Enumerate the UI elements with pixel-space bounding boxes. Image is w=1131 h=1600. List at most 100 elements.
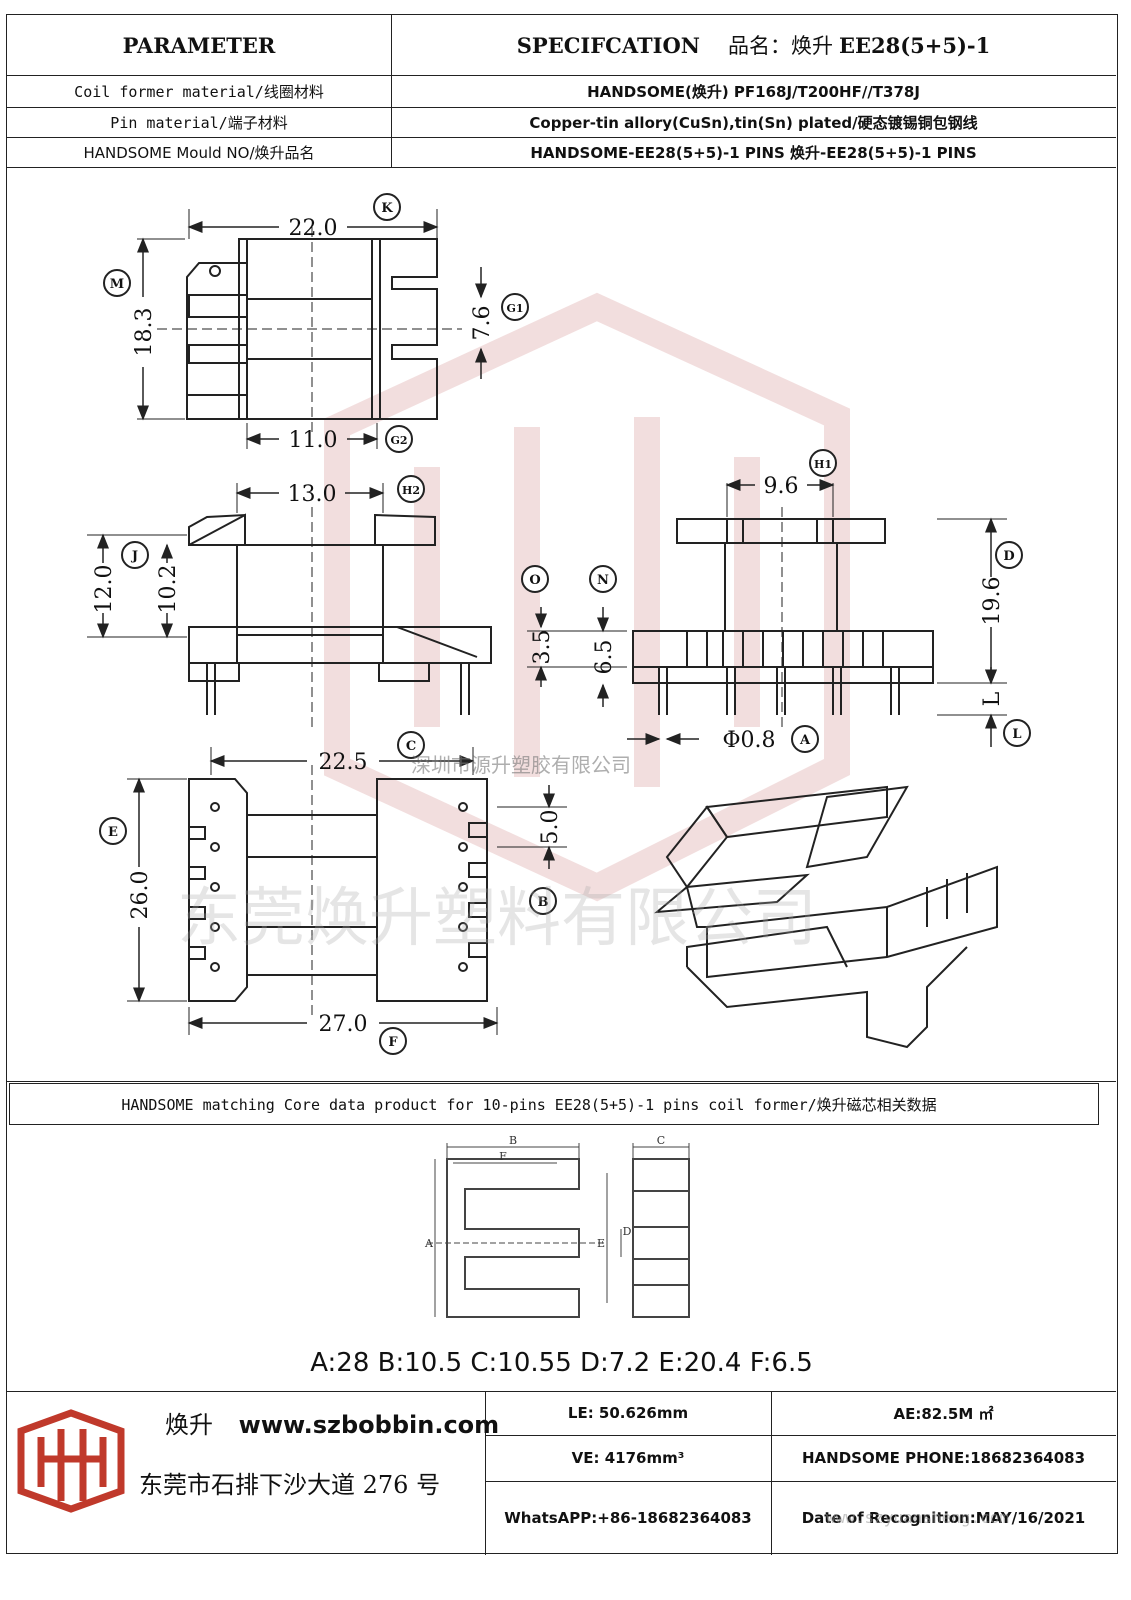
side-view	[632, 507, 934, 727]
phone-value: HANDSOME PHONE:18682364083	[801, 1449, 1086, 1467]
svg-text:G1: G1	[506, 302, 523, 315]
company-logo	[17, 1409, 125, 1513]
svg-text:E: E	[597, 1237, 605, 1250]
dim-l: L	[980, 691, 1005, 706]
core-section-top	[7, 1081, 1116, 1082]
dim-h1: 9.6	[764, 474, 799, 499]
svg-text:G2: G2	[390, 434, 407, 447]
label-o: O	[521, 565, 549, 593]
website-link[interactable]: www.szbobbin.com	[238, 1411, 500, 1439]
dim-i: 12.0	[92, 565, 117, 614]
dim-c: 22.5	[319, 750, 368, 775]
svg-text:O: O	[529, 573, 540, 588]
dim-e: 26.0	[128, 871, 153, 920]
dim-b: 5.0	[538, 810, 563, 845]
dim-g1: 7.6	[470, 306, 495, 341]
footer-divider-2	[771, 1391, 772, 1555]
row-value-coil-material: HANDSOME(焕升) PF168J/T200HF//T378J	[587, 82, 920, 101]
product-name: EE28(5+5)-1	[838, 32, 991, 58]
url-watermark: www.szyuansheng.com	[826, 1508, 1010, 1527]
label-h2: H2	[397, 475, 425, 503]
label-c: C	[397, 731, 425, 759]
front-view	[188, 507, 492, 727]
dim-a: Φ0.8	[722, 728, 775, 753]
svg-text:F: F	[388, 1035, 398, 1050]
svg-text:A: A	[424, 1237, 434, 1250]
dim-k: 22.0	[289, 216, 338, 241]
row-divider-1	[7, 107, 1116, 108]
svg-text:E: E	[108, 825, 118, 840]
whatsapp-value: WhatsAPP:+86-18682364083	[504, 1509, 752, 1527]
svg-text:K: K	[381, 201, 393, 216]
footer-top	[7, 1391, 1116, 1392]
spec-heading: SPECIFCATION 品名：焕升 EE28(5+5)-1	[391, 15, 1116, 75]
core-drawing: B F C A E D	[424, 1134, 690, 1318]
spec-label: SPECIFCATION	[516, 32, 700, 58]
label-l: L	[1003, 719, 1031, 747]
dim-g2: 11.0	[289, 428, 338, 453]
svg-text:J: J	[131, 549, 138, 564]
footer-row-1	[485, 1435, 1116, 1436]
core-section-title: HANDSOME matching Core data product for …	[121, 1095, 937, 1114]
header-column-divider	[391, 15, 392, 167]
brand-line: 焕升 www.szbobbin.com	[165, 1405, 499, 1440]
dimension-values: 22.0 18.3 7.6 11.0 13.0 9.6 12.0 10.2 3.…	[92, 216, 1005, 1037]
header-divider	[7, 75, 1116, 76]
label-g2: G2	[385, 425, 413, 453]
core-values: A:28 B:10.5 C:10.55 D:7.2 E:20.4 F:6.5	[310, 1348, 813, 1378]
svg-text:L: L	[1012, 727, 1021, 742]
svg-text:B: B	[509, 1134, 517, 1147]
product-name-label: 品名：焕升	[727, 34, 833, 58]
footer-row-2	[485, 1481, 1116, 1482]
row-divider-3	[7, 167, 1116, 168]
svg-text:C: C	[406, 739, 416, 754]
dimension-lines	[87, 209, 1007, 1035]
isometric-view	[653, 785, 998, 1049]
parameter-heading: PARAMETER	[122, 32, 276, 58]
row-divider-2	[7, 137, 1116, 138]
ae-value: AE:82.5M ㎡	[893, 1404, 994, 1423]
svg-text:H1: H1	[814, 458, 832, 471]
svg-text:F: F	[499, 1150, 507, 1163]
label-b: B	[529, 887, 557, 915]
label-g1: G1	[501, 293, 529, 321]
label-h1: H1	[809, 449, 837, 477]
svg-text:N: N	[597, 573, 609, 588]
ve-value: VE: 4176mm³	[571, 1449, 685, 1467]
svg-text:C: C	[657, 1134, 665, 1147]
svg-text:B: B	[538, 895, 549, 910]
watermark-logo	[324, 292, 850, 902]
row-label-mould-no: HANDSOME Mould NO/焕升品名	[83, 143, 315, 162]
address: 东莞市石排下沙大道 276 号	[139, 1471, 441, 1499]
date-value: Date of Recognition:MAY/16/2021	[801, 1509, 1086, 1527]
row-label-coil-material: Coil former material/线圈材料	[74, 82, 324, 101]
dim-o: 3.5	[530, 630, 555, 665]
footer-divider-1	[485, 1391, 486, 1555]
svg-text:D: D	[623, 1225, 632, 1238]
dim-n: 6.5	[592, 640, 617, 675]
dim-f: 27.0	[319, 1012, 368, 1037]
bottom-view	[188, 765, 488, 1017]
dim-j: 10.2	[156, 565, 181, 614]
le-value: LE: 50.626mm	[567, 1404, 689, 1422]
top-view	[157, 227, 462, 432]
row-label-pin-material: Pin material/端子材料	[110, 113, 288, 132]
watermark-company-text: 深圳市源升塑胶有限公司	[411, 753, 631, 777]
brand-name: 焕升	[165, 1411, 213, 1439]
watermark-large-text: 东莞焕升塑料有限公司	[177, 882, 817, 956]
dim-d: 19.6	[980, 577, 1005, 626]
svg-text:H2: H2	[402, 484, 420, 497]
label-e: E	[99, 817, 127, 845]
row-value-mould-no: HANDSOME-EE28(5+5)-1 PINS 焕升-EE28(5+5)-1…	[530, 143, 977, 162]
label-d: D	[995, 541, 1023, 569]
label-m: M	[103, 269, 131, 297]
label-n: N	[589, 565, 617, 593]
dim-h2: 13.0	[288, 482, 337, 507]
coil-former-drawing: 22.0 18.3 7.6 11.0 13.0 9.6 12.0 10.2 3.…	[87, 193, 1031, 1055]
row-value-pin-material: Copper-tin allory(CuSn),tin(Sn) plated/硬…	[529, 113, 978, 132]
label-f: F	[379, 1027, 407, 1055]
label-k: K	[373, 193, 401, 221]
label-j: J	[121, 541, 149, 569]
core-title-box	[9, 1083, 1099, 1125]
circled-labels: K M G1 G2 H2 H1 J O N D L A C E B F	[99, 193, 1031, 1055]
